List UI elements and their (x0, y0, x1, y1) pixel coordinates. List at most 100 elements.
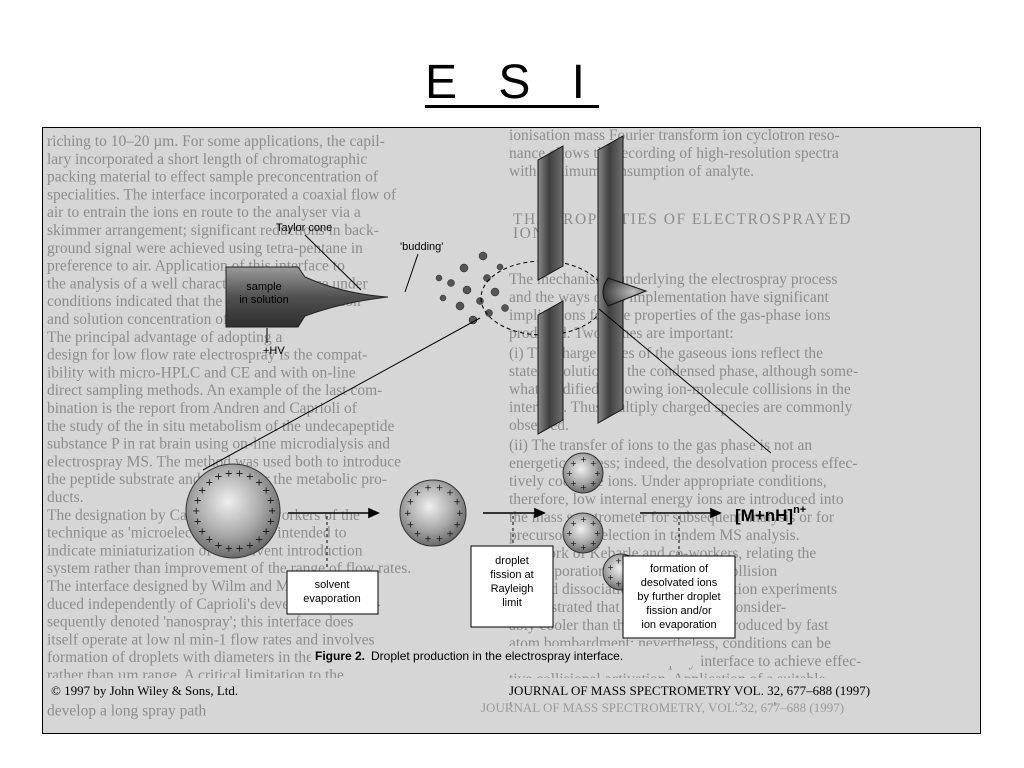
charge-plus-mark: + (615, 556, 622, 565)
background-text-line: ionisation mass Fourier transform ion cy… (509, 128, 840, 144)
background-text-line: and the ways of its implementation have … (509, 289, 830, 306)
background-text-line: ducts. (47, 489, 84, 506)
charge-plus-mark: + (205, 477, 213, 488)
charge-plus-mark: + (225, 544, 233, 555)
background-text-line: skimmer arrangement; significant reducti… (47, 222, 379, 239)
charge-plus-mark: + (404, 509, 412, 519)
background-text-line: bination is the report from Andren and C… (47, 400, 358, 417)
charge-plus-mark: + (262, 486, 270, 497)
slide-title: E S I (424, 56, 600, 109)
background-text-line: specialities. The interface incorporated… (47, 186, 397, 203)
stage-label-line: evaporation (303, 593, 361, 605)
stage-leaders (326, 516, 680, 570)
background-text-line: the study of the in situ metabolism of t… (47, 418, 395, 435)
charge-plus-mark: + (570, 459, 577, 468)
charge-plus-mark: + (607, 563, 614, 572)
charge-plus-mark: + (590, 519, 597, 528)
charge-plus-mark: + (453, 498, 461, 508)
stage-label-line: desolvated ions (641, 577, 718, 589)
charge-plus-mark: + (414, 489, 422, 499)
background-text-line: therefore, low internal energy ions are … (509, 491, 844, 508)
charge-plus-mark: + (194, 495, 202, 506)
charge-plus-mark: + (590, 539, 597, 548)
background-text-line: air to entrain the ions en route to the … (47, 204, 361, 221)
charge-plus-mark: + (407, 520, 415, 530)
sample-label-line2: in solution (239, 294, 289, 306)
charge-plus-mark: + (453, 520, 461, 530)
stage-label-line: fission and/or (646, 605, 712, 617)
stage-label-line: limit (502, 597, 522, 609)
zoom-line-right (598, 308, 772, 454)
stage-box-solvent-evaporation: solvent evaporation (286, 570, 379, 615)
charge-plus-mark: + (225, 468, 233, 479)
charge-plus-mark: + (194, 517, 202, 528)
charge-plus-mark: + (566, 469, 573, 478)
background-text-line: tively cools the ions. Under appropriate… (509, 473, 827, 490)
charge-plus-mark: + (268, 506, 276, 517)
background-text-line: develop a long spray path (47, 703, 207, 720)
hv-label: +HV (263, 345, 285, 357)
figure-caption: Figure 2.Droplet production in the elect… (315, 649, 623, 663)
charge-plus-mark: + (580, 455, 587, 464)
charge-plus-mark: + (235, 468, 243, 479)
background-text-line: interface. Thus multiply charged species… (509, 399, 853, 416)
charge-plus-mark: + (570, 479, 577, 488)
charge-plus-mark: + (205, 535, 213, 546)
charge-plus-mark: + (246, 471, 254, 482)
charge-plus-mark: + (580, 543, 587, 552)
stage-label-line: by further droplet (637, 591, 720, 603)
charge-plus-mark: + (580, 483, 587, 492)
charge-plus-mark: + (255, 535, 263, 546)
charge-plus-mark: + (580, 515, 587, 524)
background-text-line: precursor ion selection in tandem MS ana… (509, 527, 800, 544)
stage-label-line: Rayleigh (491, 583, 534, 595)
charge-plus-mark: + (570, 539, 577, 548)
charge-plus-mark: + (594, 469, 601, 478)
charge-plus-mark: + (214, 471, 222, 482)
background-text-line: The principal advantage of adopting a (47, 329, 283, 346)
charge-plus-mark: + (446, 489, 454, 499)
charge-plus-mark: + (607, 573, 614, 582)
background-text-line: electrospray MS. The method was used bot… (47, 453, 401, 470)
charge-plus-mark: + (198, 486, 206, 497)
charge-plus-mark: + (262, 527, 270, 538)
charge-plus-mark: + (436, 534, 444, 544)
charge-plus-mark: + (407, 498, 415, 508)
charge-plus-mark: + (198, 527, 206, 538)
charge-plus-mark: + (414, 529, 422, 539)
budding-leader (404, 253, 419, 293)
charge-plus-mark: + (590, 459, 597, 468)
charge-plus-mark: + (436, 484, 444, 494)
background-text-line: (ii) The transfer of ions to the gas pha… (509, 437, 812, 454)
charge-plus-mark: + (214, 541, 222, 552)
stage-label-line: solvent (315, 579, 350, 591)
background-text-line: The mechanisms underlying the electrospr… (509, 271, 837, 288)
journal-citation: JOURNAL OF MASS SPECTROMETRY VOL. 32, 67… (509, 683, 870, 698)
charge-plus-mark: + (192, 506, 200, 517)
background-text-line: lary incorporated a short length of chro… (47, 151, 367, 168)
charge-plus-mark: + (594, 529, 601, 538)
caption-backing (311, 646, 701, 666)
capillary (225, 266, 389, 328)
stage-label-line: fission at (490, 569, 533, 581)
charge-plus-mark: + (615, 580, 622, 589)
process-arrows (288, 507, 722, 519)
background-text-line: sequently denoted 'nanospray'; this inte… (47, 614, 353, 631)
charge-plus-mark: + (255, 477, 263, 488)
budding-label: 'budding' (400, 241, 443, 253)
taylor-cone-label: Taylor cone (276, 222, 332, 234)
small-droplet: ++++++++++++++ (399, 479, 467, 547)
charge-plus-mark: + (424, 484, 432, 494)
figure-scan: riching to 10–20 µm. For some applicatio… (42, 127, 981, 734)
background-text-line: substance P in rat brain using on-line m… (47, 436, 390, 453)
charge-plus-mark: + (570, 519, 577, 528)
background-text-line: packing material to effect sample precon… (47, 169, 379, 186)
charge-plus-mark: + (446, 529, 454, 539)
background-text-line: nance allows the recording of high-resol… (509, 145, 839, 162)
background-text-left: riching to 10–20 µm. For some applicatio… (47, 133, 411, 720)
ion-label: [M+nH]n+ (735, 504, 806, 525)
background-text-line: ground signal were achieved using tetra-… (47, 240, 363, 257)
background-text-line: ibility with micro-HPLC and CE and with … (47, 364, 356, 381)
sample-label-line1: sample (246, 281, 281, 293)
